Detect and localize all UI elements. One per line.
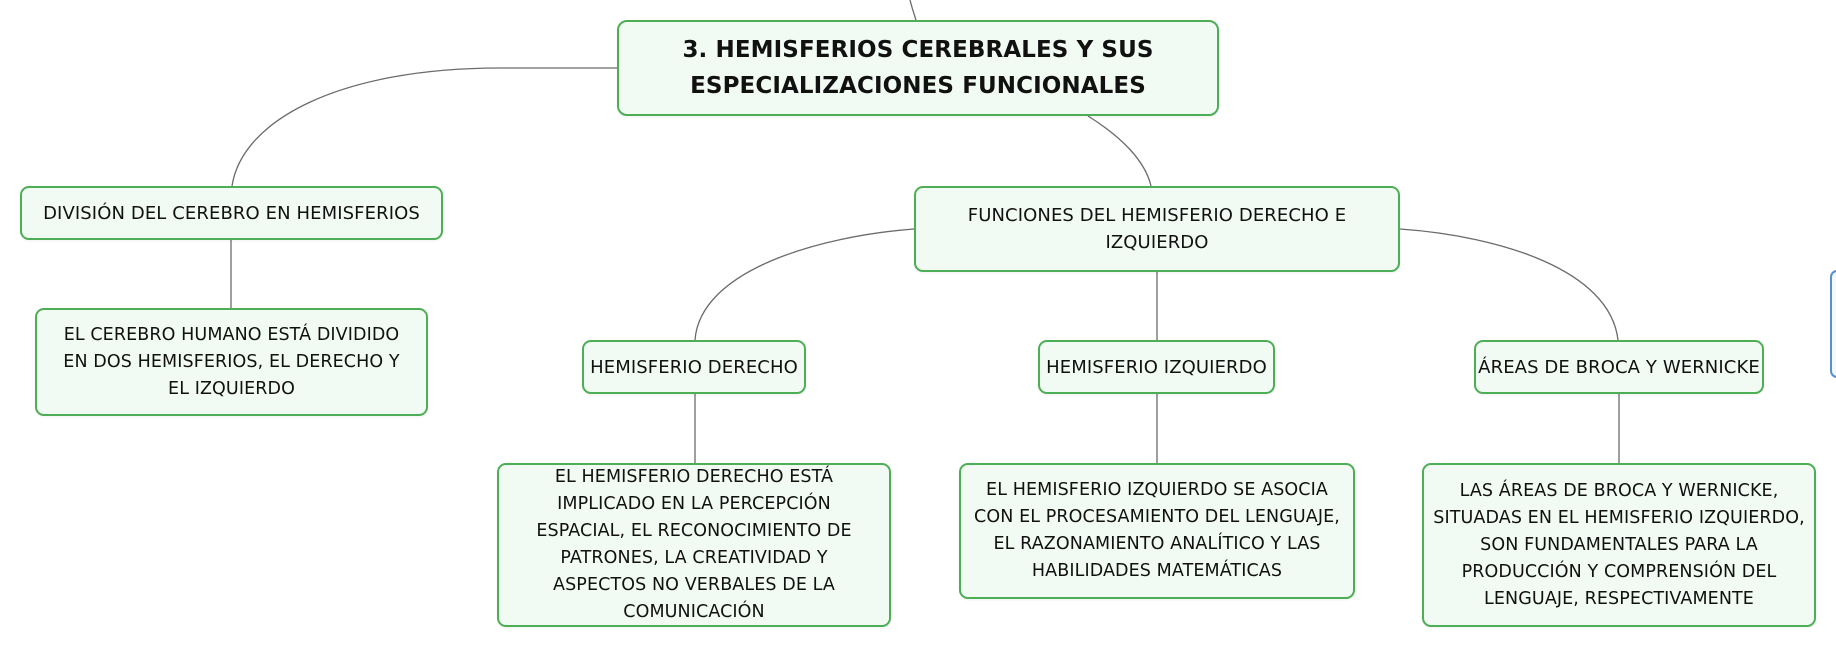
broca-detail-text: LAS ÁREAS DE BROCA Y WERNICKE, SITUADAS …: [1433, 480, 1805, 609]
broca-detail-node[interactable]: LAS ÁREAS DE BROCA Y WERNICKE, SITUADAS …: [1422, 463, 1816, 627]
connector-parent-to-main: [909, 0, 917, 21]
division-node[interactable]: DIVISIÓN DEL CEREBRO EN HEMISFERIOS: [20, 186, 443, 240]
connector-funciones-to-broca: [1399, 228, 1619, 341]
main-topic-line-1: 3. HEMISFERIOS CEREBRALES Y SUS: [682, 37, 1154, 63]
division-detail-text: EL CEREBRO HUMANO ESTÁ DIVIDIDO EN DOS H…: [63, 324, 400, 399]
broca-node[interactable]: ÁREAS DE BROCA Y WERNICKE: [1474, 340, 1764, 394]
derecho-node-label: HEMISFERIO DERECHO: [590, 356, 798, 378]
broca-node-label: ÁREAS DE BROCA Y WERNICKE: [1478, 356, 1760, 378]
izquierdo-node-label: HEMISFERIO IZQUIERDO: [1046, 356, 1267, 378]
derecho-node[interactable]: HEMISFERIO DERECHO: [582, 340, 806, 394]
izquierdo-detail-text: EL HEMISFERIO IZQUIERDO SE ASOCIA CON EL…: [974, 480, 1340, 581]
main-topic-node[interactable]: 3. HEMISFERIOS CEREBRALES Y SUS ESPECIAL…: [617, 20, 1219, 116]
funciones-node[interactable]: FUNCIONES DEL HEMISFERIO DERECHO E IZQUI…: [914, 186, 1400, 272]
connector-funciones-to-derecho: [694, 228, 915, 341]
offscreen-node-edge[interactable]: [1830, 270, 1836, 378]
derecho-detail-node[interactable]: EL HEMISFERIO DERECHO ESTÁ IMPLICADO EN …: [497, 463, 891, 627]
connector-main-to-funciones: [1087, 115, 1152, 187]
izquierdo-node[interactable]: HEMISFERIO IZQUIERDO: [1038, 340, 1275, 394]
main-topic-line-2: ESPECIALIZACIONES FUNCIONALES: [690, 73, 1146, 99]
derecho-detail-text: EL HEMISFERIO DERECHO ESTÁ IMPLICADO EN …: [536, 467, 852, 622]
division-node-label: DIVISIÓN DEL CEREBRO EN HEMISFERIOS: [43, 202, 420, 224]
division-detail-node[interactable]: EL CEREBRO HUMANO ESTÁ DIVIDIDO EN DOS H…: [35, 308, 428, 416]
connector-main-to-division: [231, 67, 617, 187]
izquierdo-detail-node[interactable]: EL HEMISFERIO IZQUIERDO SE ASOCIA CON EL…: [959, 463, 1355, 599]
funciones-node-label: FUNCIONES DEL HEMISFERIO DERECHO E IZQUI…: [967, 205, 1347, 253]
